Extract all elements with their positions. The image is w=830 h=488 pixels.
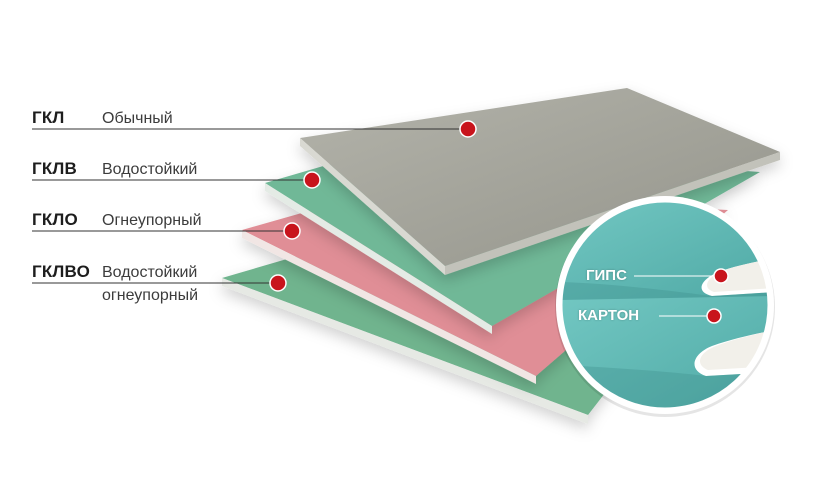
layer-code-gklvo: ГКЛВО	[32, 262, 91, 281]
inset-sheet-upper-shade	[561, 282, 769, 300]
inset-gypsum-upper	[707, 258, 769, 292]
marker-cardboard	[706, 308, 722, 324]
board-gkl-edge-front	[300, 138, 445, 275]
inset-magnifier	[555, 196, 775, 417]
inset-label-cardboard: КАРТОН	[578, 307, 640, 324]
inset-sheet-upper	[561, 201, 769, 300]
label-row-gkl: ГКЛ Обычный	[32, 108, 173, 128]
board-markers	[269, 120, 477, 292]
layer-desc-gklo: Огнеупорный	[102, 212, 202, 229]
layer-code-gklo: ГКЛО	[32, 210, 78, 229]
board-gklv-edge	[265, 183, 492, 334]
layer-code-gkl: ГКЛ	[32, 108, 65, 127]
label-row-gklo: ГКЛО Огнеупорный	[32, 210, 202, 230]
label-row-gklv: ГКЛВ Водостойкий	[32, 159, 197, 179]
board-gklo-edge	[242, 230, 536, 384]
inset-sheet-lower	[561, 296, 769, 409]
inset-label-gypsum: ГИПС	[586, 267, 627, 284]
layer-desc-gklvo-line2: огнеупорный	[102, 287, 199, 304]
marker-gklvo	[269, 274, 287, 292]
layer-desc-gklvo: Водостойкий	[102, 264, 198, 281]
layer-desc-gkl: Обычный	[102, 110, 173, 127]
inset-border	[559, 199, 771, 411]
layer-desc-gklv: Водостойкий	[102, 161, 198, 178]
marker-gklv	[303, 171, 321, 189]
board-gkl-top	[300, 88, 780, 266]
label-row-gklvo: ГКЛВО Водостойкий	[32, 262, 197, 282]
board-gklvo-edge	[222, 278, 588, 424]
marker-gklo	[283, 222, 301, 240]
marker-gypsum	[713, 268, 729, 284]
marker-gkl	[459, 120, 477, 138]
layer-code-gklv: ГКЛВ	[32, 159, 78, 178]
leader-lines	[32, 128, 468, 284]
